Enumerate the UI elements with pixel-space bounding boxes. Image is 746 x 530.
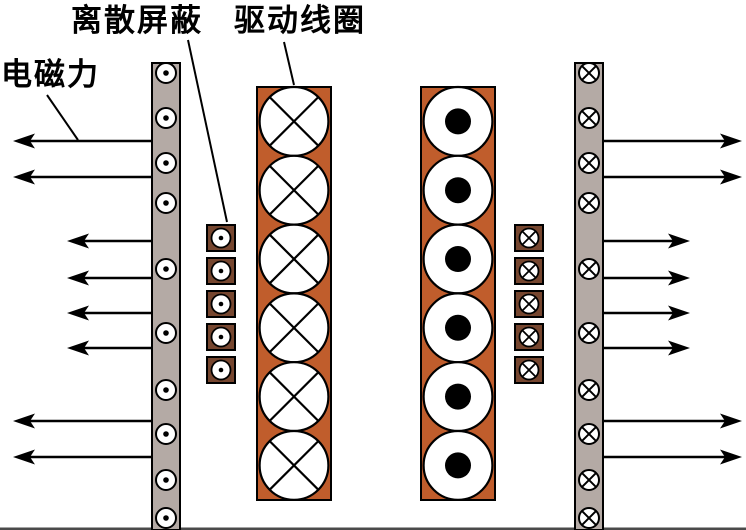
current-in-symbol — [578, 62, 600, 84]
right-shield-element — [514, 356, 544, 384]
left-drive-coil — [256, 85, 332, 501]
current-in-symbol — [258, 292, 330, 364]
force-arrow-left — [13, 449, 151, 465]
force-arrow-left — [67, 270, 151, 286]
current-out-symbol — [210, 359, 232, 381]
current-out-symbol — [155, 107, 177, 129]
left-shield-element — [206, 257, 236, 285]
force-arrow-right — [604, 169, 742, 185]
current-out-symbol — [210, 326, 232, 348]
current-out-symbol — [155, 507, 177, 529]
current-in-symbol — [578, 469, 600, 491]
current-in-symbol — [578, 107, 600, 129]
right-plate — [574, 62, 604, 530]
left-shield-element — [206, 290, 236, 318]
current-in-symbol — [518, 293, 540, 315]
force-arrow-left — [67, 233, 151, 249]
current-in-symbol — [578, 507, 600, 529]
current-out-symbol — [422, 361, 494, 433]
current-out-symbol — [210, 293, 232, 315]
label-discrete-shield: 离散屏蔽 — [71, 3, 203, 38]
force-arrow-right — [604, 133, 742, 149]
right-shield-element — [514, 323, 544, 351]
current-in-symbol — [578, 152, 600, 174]
current-in-symbol — [258, 361, 330, 433]
current-out-symbol — [422, 85, 494, 157]
current-in-symbol — [258, 223, 330, 295]
left-shield-element — [206, 356, 236, 384]
current-out-symbol — [422, 292, 494, 364]
current-in-symbol — [578, 192, 600, 214]
force-label-leader-line — [46, 94, 79, 141]
current-in-symbol — [258, 429, 330, 501]
current-out-symbol — [422, 429, 494, 501]
current-out-symbol — [155, 62, 177, 84]
current-in-symbol — [518, 227, 540, 249]
right-drive-coil — [420, 85, 496, 501]
current-out-symbol — [210, 227, 232, 249]
left-plate — [151, 62, 181, 530]
current-out-symbol — [155, 322, 177, 344]
current-out-symbol — [155, 469, 177, 491]
figure-bottom-edge — [0, 527, 746, 530]
left-shield-element — [206, 323, 236, 351]
current-in-symbol — [578, 258, 600, 280]
force-arrow-right — [604, 449, 742, 465]
right-shield-element — [514, 257, 544, 285]
coil-label-leader-line — [283, 41, 295, 86]
current-in-symbol — [578, 423, 600, 445]
force-arrow-left — [67, 340, 151, 356]
force-arrow-left — [13, 133, 151, 149]
current-in-symbol — [578, 322, 600, 344]
current-in-symbol — [258, 154, 330, 226]
current-out-symbol — [155, 423, 177, 445]
current-out-symbol — [155, 192, 177, 214]
current-in-symbol — [258, 85, 330, 157]
current-out-symbol — [155, 258, 177, 280]
right-shield-element — [514, 224, 544, 252]
diagram-shapes — [0, 39, 746, 530]
current-out-symbol — [422, 154, 494, 226]
current-in-symbol — [578, 379, 600, 401]
force-arrow-right — [604, 233, 690, 249]
current-in-symbol — [518, 359, 540, 381]
force-arrow-right — [604, 305, 690, 321]
force-arrow-left — [13, 169, 151, 185]
force-arrow-right — [604, 340, 690, 356]
current-out-symbol — [155, 379, 177, 401]
current-in-symbol — [518, 260, 540, 282]
current-out-symbol — [210, 260, 232, 282]
current-out-symbol — [422, 223, 494, 295]
current-in-symbol — [518, 326, 540, 348]
label-electromagnetic-force: 电磁力 — [1, 57, 100, 92]
left-shield-element — [206, 224, 236, 252]
shield-label-leader-line — [187, 39, 228, 223]
force-arrow-right — [604, 270, 690, 286]
force-arrow-right — [604, 413, 742, 429]
current-out-symbol — [155, 152, 177, 174]
force-arrow-left — [67, 305, 151, 321]
label-drive-coil: 驱动线圈 — [234, 3, 366, 38]
force-arrow-left — [13, 413, 151, 429]
right-shield-element — [514, 290, 544, 318]
